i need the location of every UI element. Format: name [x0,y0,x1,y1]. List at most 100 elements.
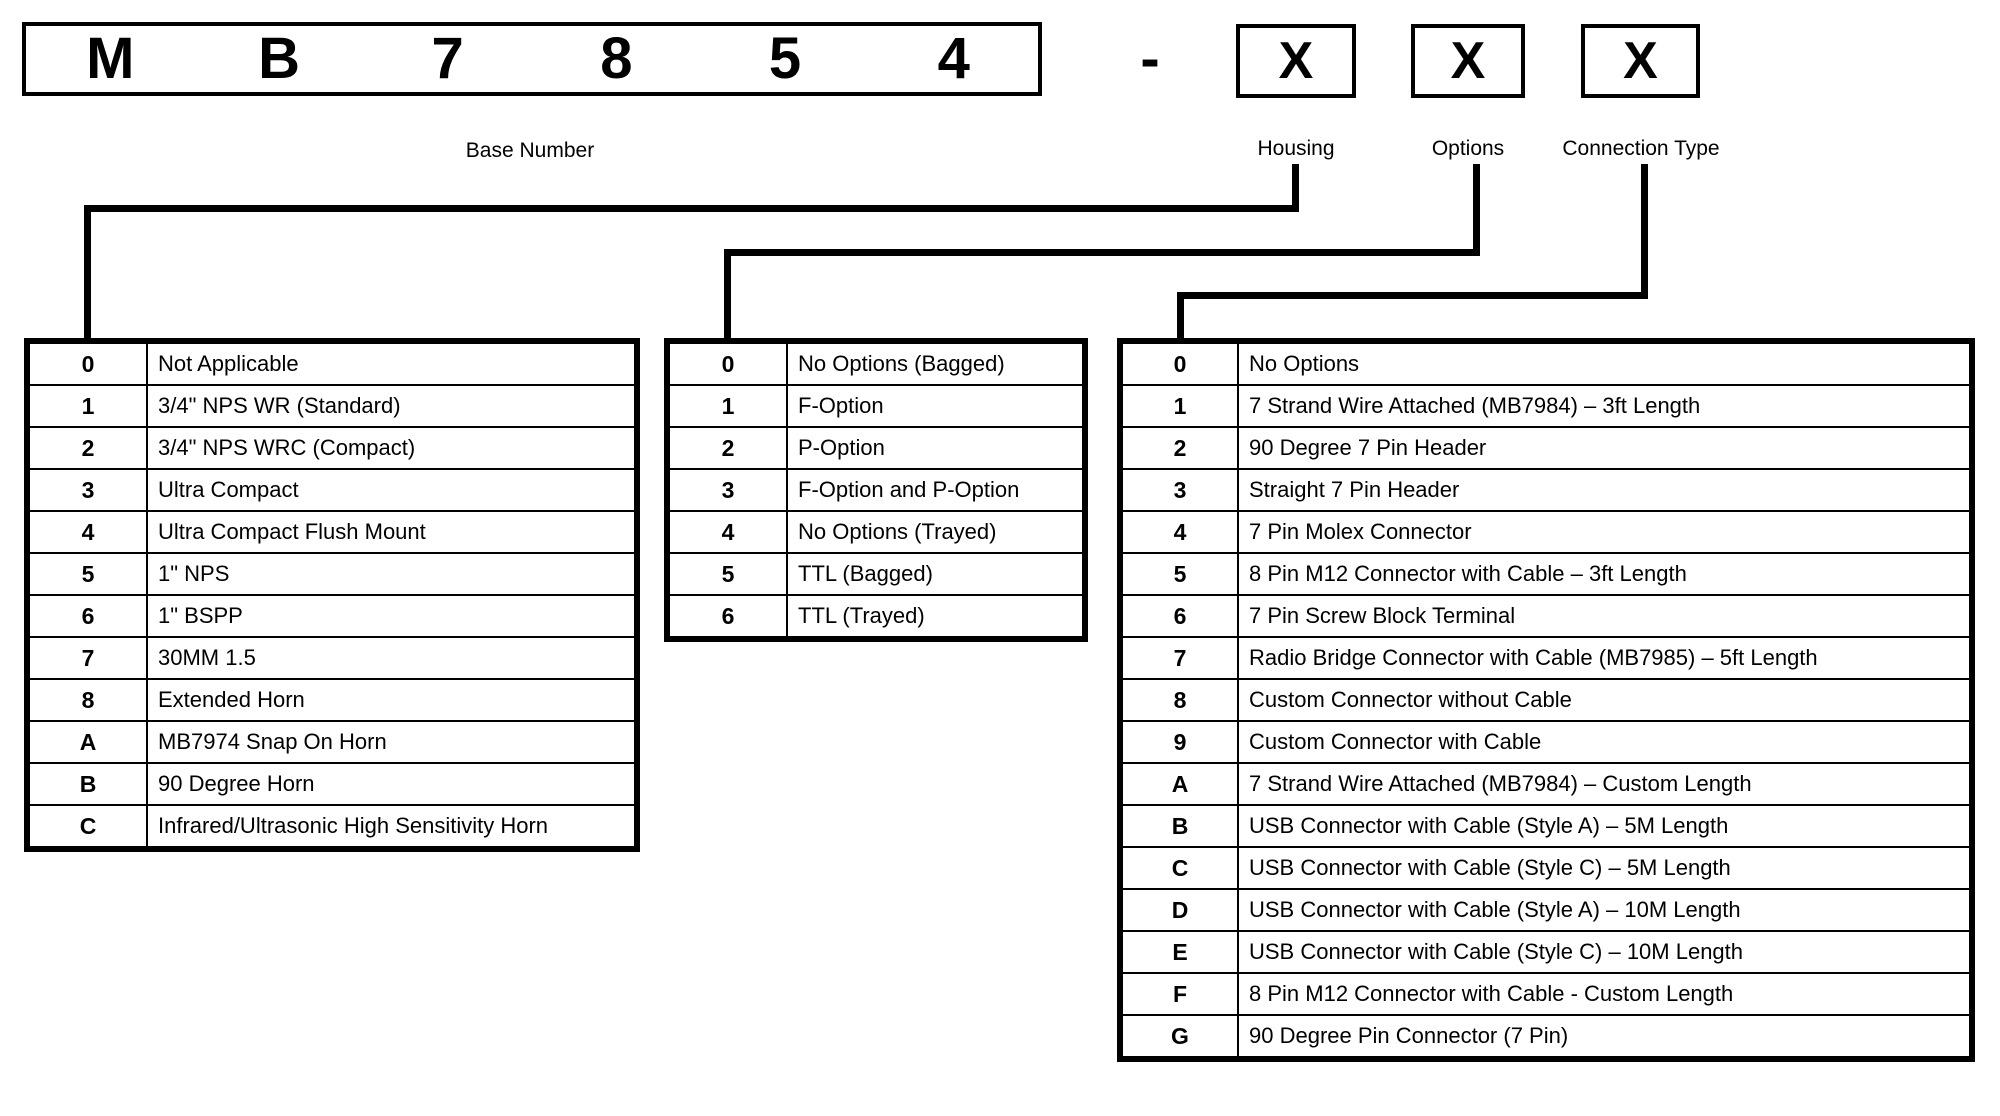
option-description-cell: P-Option [786,426,1084,470]
options-leader-line-down-from-box [1473,164,1480,256]
option-description-cell: Ultra Compact [146,468,636,512]
option-code-cell: C [1121,846,1239,890]
option-description-cell: F-Option [786,384,1084,428]
option-code-cell: 6 [28,594,148,638]
option-description-cell: 8 Pin M12 Connector with Cable – 3ft Len… [1237,552,1971,596]
option-code-cell: 2 [28,426,148,470]
option-description-cell: 30MM 1.5 [146,636,636,680]
option-description-cell: Straight 7 Pin Header [1237,468,1971,512]
option-description-cell: TTL (Bagged) [786,552,1084,596]
option-description-cell: MB7974 Snap On Horn [146,720,636,764]
option-code-cell: 8 [1121,678,1239,722]
housing-label: Housing [1257,137,1335,160]
option-code-cell: A [28,720,148,764]
option-code-cell: 1 [668,384,788,428]
base-number-label: Base Number [465,139,595,162]
option-code-cell: B [1121,804,1239,848]
option-code-cell: C [28,804,148,848]
option-description-cell: USB Connector with Cable (Style A) – 5M … [1237,804,1971,848]
base-char-3: 8 [600,26,633,91]
base-number-box: M B 7 8 5 4 [22,22,1042,96]
option-code-cell: 8 [28,678,148,722]
options-leader-line-horizontal [724,249,1480,256]
options-label: Options [1431,137,1505,160]
housing-leader-line-horizontal [84,205,1299,212]
housing-leader-line-down-from-box [1292,164,1299,212]
base-char-5: 4 [937,26,970,91]
option-description-cell: 90 Degree Pin Connector (7 Pin) [1237,1014,1971,1058]
connection-leader-line-horizontal [1177,292,1648,299]
option-description-cell: 1" NPS [146,552,636,596]
option-code-cell: 0 [1121,342,1239,386]
option-code-cell: 4 [28,510,148,554]
connection-type-placeholder-box: X [1581,24,1700,98]
part-number-separator-dash: - [1140,26,1160,91]
option-description-cell: 7 Strand Wire Attached (MB7984) – 3ft Le… [1237,384,1971,428]
option-description-cell: F-Option and P-Option [786,468,1084,512]
option-description-cell: Ultra Compact Flush Mount [146,510,636,554]
option-code-cell: 3 [668,468,788,512]
option-code-cell: A [1121,762,1239,806]
option-code-cell: 6 [668,594,788,638]
option-description-cell: 90 Degree 7 Pin Header [1237,426,1971,470]
option-code-cell: 5 [28,552,148,596]
option-description-cell: 8 Pin M12 Connector with Cable - Custom … [1237,972,1971,1016]
option-code-cell: 2 [668,426,788,470]
housing-leader-line-into-table [84,205,91,341]
option-description-cell: Custom Connector without Cable [1237,678,1971,722]
option-code-cell: 5 [668,552,788,596]
option-description-cell: 7 Pin Molex Connector [1237,510,1971,554]
option-code-cell: 0 [668,342,788,386]
option-code-cell: 4 [1121,510,1239,554]
option-description-cell: USB Connector with Cable (Style A) – 10M… [1237,888,1971,932]
base-char-0: M [86,26,135,91]
housing-placeholder-box: X [1236,24,1356,98]
option-code-cell: 5 [1121,552,1239,596]
base-char-2: 7 [431,26,464,91]
option-description-cell: 90 Degree Horn [146,762,636,806]
option-description-cell: No Options (Trayed) [786,510,1084,554]
option-description-cell: USB Connector with Cable (Style C) – 5M … [1237,846,1971,890]
option-code-cell: 3 [1121,468,1239,512]
option-code-cell: 7 [1121,636,1239,680]
option-code-cell: 3 [28,468,148,512]
option-description-cell: No Options [1237,342,1971,386]
connection-leader-line-down-from-box [1641,164,1648,299]
base-char-4: 5 [768,26,802,91]
option-code-cell: 6 [1121,594,1239,638]
option-code-cell: 1 [1121,384,1239,428]
